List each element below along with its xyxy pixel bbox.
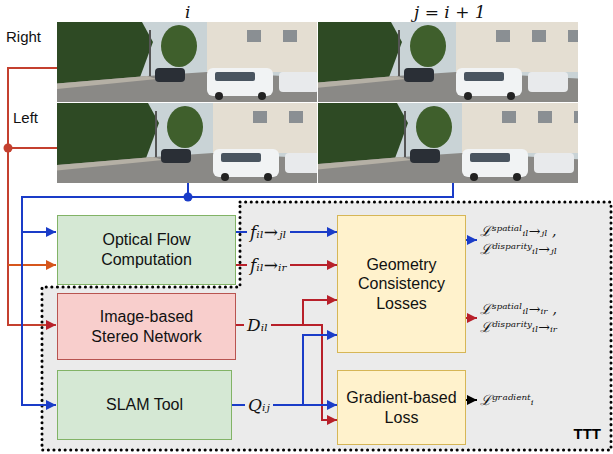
text-label: Right (6, 27, 41, 47)
output-arrow (462, 239, 477, 241)
left-image-wire (8, 147, 57, 149)
photo-right-i (27, 22, 357, 102)
photo-left-j (282, 103, 612, 183)
box-text: SLAM Tool (106, 395, 183, 415)
output-arrow (462, 317, 477, 319)
output-arrow (462, 399, 477, 401)
temporal-pair-wire (22, 231, 56, 233)
junction-dot (4, 144, 13, 153)
edge-label: fᵢₗ→ⱼₗ (247, 223, 290, 242)
photo-scene (33, 103, 363, 183)
photo-right-j (276, 22, 606, 102)
photo-left-i (33, 103, 363, 183)
edge-label: Qᵢⱼ (245, 396, 273, 415)
junction-dot (184, 193, 193, 202)
stereo-pair-wire (8, 264, 56, 266)
box-text: Image-based Stereo Network (80, 307, 213, 346)
process-box: SLAM Tool (57, 370, 232, 440)
loss-box: Gradient-based Loss (337, 370, 466, 445)
text-label: Left (13, 108, 38, 128)
math-label: ℒˢᵖᵃᵗⁱᵃˡᵢₗ→ⱼₗ , ℒᵈⁱˢᵖᵃʳⁱᵗʸᵢₗ→ⱼₗ (480, 222, 608, 258)
region-label: TTT (574, 425, 602, 442)
dotted-boundary (42, 202, 611, 450)
math-label: i (185, 1, 190, 23)
photo-scene (27, 22, 357, 102)
photo-scene (282, 103, 612, 183)
network-box: Image-based Stereo Network (57, 293, 236, 360)
frame-j-wire (22, 183, 453, 405)
math-label: j = i + 1 (414, 1, 486, 23)
math-label: ℒˢᵖᵃᵗⁱᵃˡᵢₗ→ᵢᵣ , ℒᵈⁱˢᵖᵃʳⁱᵗʸᵢₗ→ᵢᵣ (480, 300, 608, 336)
photo-scene (276, 22, 606, 102)
connector (232, 335, 337, 405)
edge-label: fᵢₗ→ᵢᵣ (247, 256, 290, 275)
edge-label: Dᵢₗ (244, 316, 271, 335)
box-text: Geometry Consistency Losses (342, 255, 461, 314)
process-box: Optical Flow Computation (57, 215, 236, 285)
math-label: ℒᵍʳᵃᵈⁱᵉⁿᵗᵢ (480, 391, 608, 409)
box-text: Gradient-based Loss (342, 388, 461, 427)
box-text: Optical Flow Computation (80, 230, 213, 269)
loss-box: Geometry Consistency Losses (337, 215, 466, 353)
